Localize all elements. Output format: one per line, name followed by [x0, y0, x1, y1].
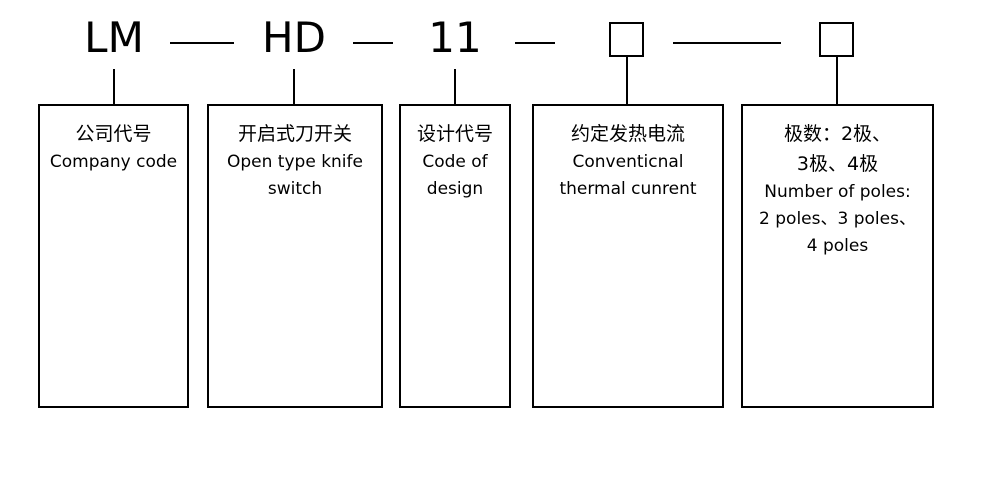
connector-line	[454, 69, 456, 105]
desc-box-design: 设计代号 Code of design	[399, 104, 511, 408]
connector-line	[836, 57, 838, 105]
desc-design-en: Code of design	[422, 152, 488, 199]
desc-box-knife-switch: 开启式刀开关 Open type knife switch	[207, 104, 383, 408]
connector-dash	[170, 42, 234, 44]
connector-dash	[353, 42, 393, 44]
desc-box-current: 约定发热电流 Conventicnal thermal cunrent	[532, 104, 724, 408]
code-company: LM	[84, 13, 144, 62]
desc-design-cn: 设计代号	[416, 123, 493, 145]
desc-knife-switch-cn: 开启式刀开关	[237, 123, 352, 145]
desc-box-company: 公司代号 Company code	[38, 104, 189, 408]
code-design: 11	[428, 13, 482, 62]
desc-poles-en: Number of poles: 2 poles、3 poles、 4 pole…	[759, 182, 916, 256]
connector-line	[293, 69, 295, 105]
desc-poles-cn: 极数：2极、 3极、4极	[783, 123, 892, 175]
desc-box-poles: 极数：2极、 3极、4极 Number of poles: 2 poles、3 …	[741, 104, 934, 408]
connector-line	[113, 69, 115, 105]
desc-knife-switch-en: Open type knife switch	[227, 152, 363, 199]
desc-current-en: Conventicnal thermal cunrent	[559, 152, 697, 199]
placeholder-box-current	[609, 22, 644, 57]
desc-company-cn: 公司代号	[75, 123, 152, 145]
connector-line	[626, 57, 628, 105]
placeholder-box-poles	[819, 22, 854, 57]
connector-dash	[673, 42, 781, 44]
code-type: HD	[262, 13, 326, 62]
desc-current-cn: 约定发热电流	[570, 123, 685, 145]
desc-company-en: Company code	[49, 152, 178, 172]
connector-dash	[515, 42, 555, 44]
